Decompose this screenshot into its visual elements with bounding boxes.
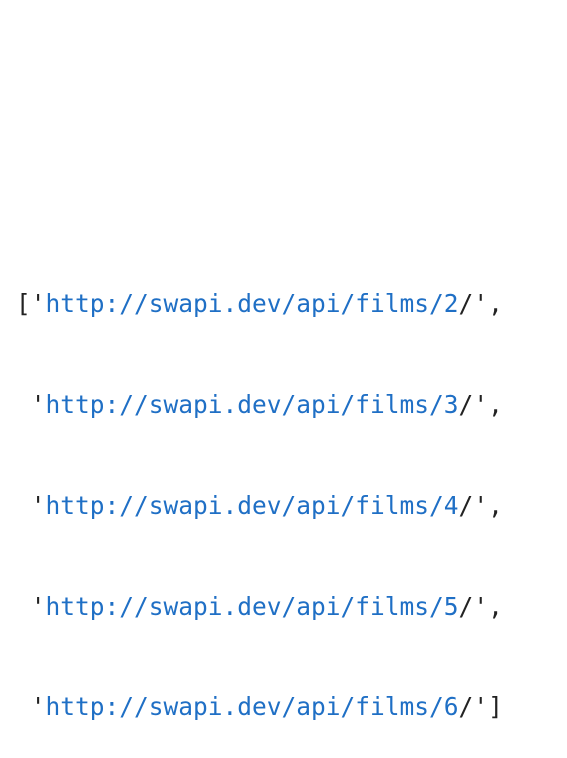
quote-close: ' bbox=[473, 591, 489, 621]
quote-open: ' bbox=[30, 289, 46, 319]
list-item: 'http://swapi.dev/api/films/5/', bbox=[16, 590, 503, 624]
url-trailing-slash: / bbox=[458, 490, 474, 520]
quote-open: ' bbox=[30, 692, 46, 722]
film-url-link[interactable]: http://swapi.dev/api/films/2 bbox=[45, 289, 459, 319]
quote-open: ' bbox=[30, 389, 46, 419]
url-trailing-slash: / bbox=[458, 389, 474, 419]
list-output: ['http://swapi.dev/api/films/2/', 'http:… bbox=[16, 220, 503, 758]
indent bbox=[16, 491, 31, 520]
list-item: ['http://swapi.dev/api/films/2/', bbox=[16, 287, 503, 321]
indent bbox=[16, 592, 31, 621]
item-separator: , bbox=[488, 289, 503, 319]
list-item: 'http://swapi.dev/api/films/4/', bbox=[16, 489, 503, 523]
indent bbox=[16, 692, 31, 721]
url-trailing-slash: / bbox=[458, 289, 474, 319]
quote-close: ' bbox=[473, 490, 489, 520]
url-trailing-slash: / bbox=[458, 692, 474, 722]
item-separator: , bbox=[488, 389, 503, 419]
list-item: 'http://swapi.dev/api/films/3/', bbox=[16, 388, 503, 422]
quote-close: ' bbox=[473, 389, 489, 419]
quote-close: ' bbox=[473, 289, 489, 319]
film-url-link[interactable]: http://swapi.dev/api/films/3 bbox=[45, 389, 459, 419]
url-trailing-slash: / bbox=[458, 591, 474, 621]
list-item: 'http://swapi.dev/api/films/6/'] bbox=[16, 690, 503, 724]
item-separator: , bbox=[488, 490, 503, 520]
film-url-link[interactable]: http://swapi.dev/api/films/4 bbox=[45, 490, 459, 520]
film-url-link[interactable]: http://swapi.dev/api/films/5 bbox=[45, 591, 459, 621]
indent bbox=[16, 390, 31, 419]
item-separator: , bbox=[488, 591, 503, 621]
close-bracket: ] bbox=[488, 692, 503, 722]
film-url-link[interactable]: http://swapi.dev/api/films/6 bbox=[45, 692, 459, 722]
quote-open: ' bbox=[30, 591, 46, 621]
quote-open: ' bbox=[30, 490, 46, 520]
quote-close: ' bbox=[473, 692, 489, 722]
open-bracket: [ bbox=[16, 289, 31, 319]
